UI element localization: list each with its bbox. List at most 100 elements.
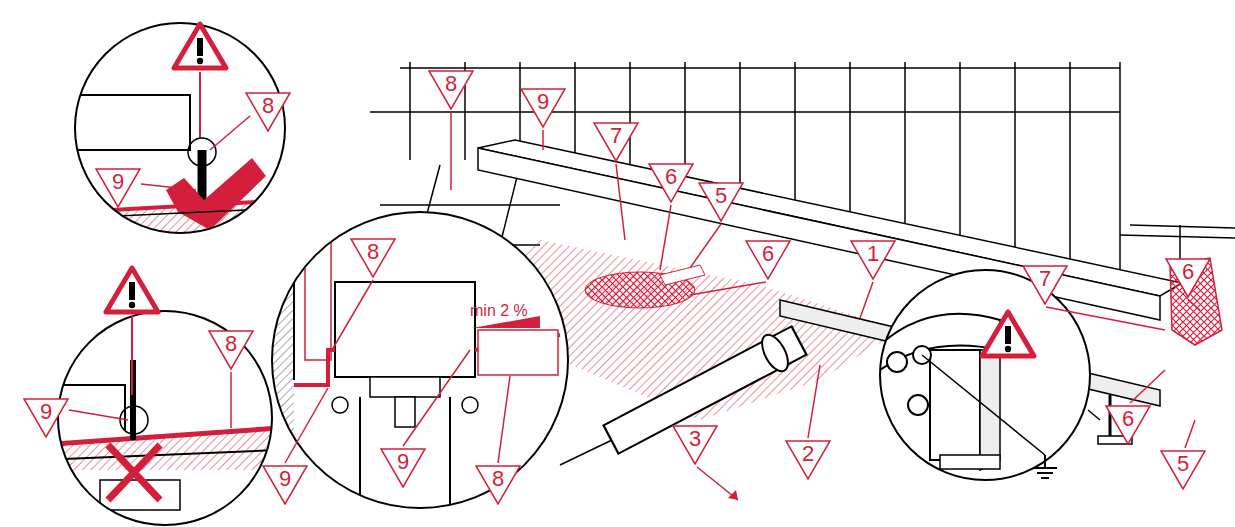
- drawing-circle: [880, 270, 1090, 480]
- callout-triangle: 9: [380, 448, 426, 488]
- warning-sign: [174, 24, 226, 68]
- callout-number: 6: [745, 242, 791, 266]
- drawing-line: [959, 62, 961, 240]
- callout-number: 9: [262, 467, 308, 491]
- drawing-circle: [908, 395, 928, 415]
- arrow-head: [728, 490, 738, 500]
- drawing-line: [922, 355, 1045, 455]
- callout-number: 9: [23, 400, 69, 424]
- drawing-path: [75, 95, 190, 150]
- triangle-shape: [1106, 406, 1150, 444]
- drawing-line: [1120, 235, 1235, 238]
- drawing-line: [75, 208, 290, 218]
- triangle-shape: [24, 399, 68, 437]
- drawing-line: [400, 67, 1120, 69]
- triangle-shape: [351, 239, 395, 277]
- drawing-line: [1041, 477, 1049, 479]
- callout-number: 5: [698, 184, 744, 208]
- callout-triangle: 6: [745, 240, 791, 280]
- drawing-polyline: [294, 350, 335, 385]
- callout-number: 5: [1160, 452, 1206, 476]
- triangle-shape: [851, 241, 895, 279]
- detail-circle: [880, 270, 1090, 480]
- drawing-circle: [887, 352, 907, 372]
- drawing-circle: [332, 397, 348, 413]
- drawing-line: [1014, 62, 1016, 251]
- drawing-line: [849, 62, 851, 219]
- detail-ok: [75, 23, 290, 240]
- callout-number: 9: [95, 170, 141, 194]
- drawing-line: [1119, 62, 1121, 271]
- callout-triangle: 1: [850, 240, 896, 280]
- triangle-shape: [594, 123, 638, 161]
- drawing-line: [403, 350, 470, 446]
- callout-number: 8: [245, 94, 291, 118]
- cross-mark: [108, 445, 160, 500]
- callout-number: 7: [1022, 267, 1068, 291]
- pipe-clamp: [757, 331, 793, 376]
- triangle-shape: [746, 241, 790, 279]
- drawing-line: [230, 372, 232, 428]
- zoom-leader: [1088, 410, 1100, 420]
- drawing-line: [69, 410, 128, 420]
- callout-triangle: 8: [245, 92, 291, 132]
- callout-triangle: 6: [1165, 258, 1211, 298]
- drawing-rect: [930, 350, 980, 460]
- ground-symbol: [1033, 455, 1057, 478]
- callout-triangle: 9: [520, 88, 566, 128]
- tile-ledge-top: [478, 140, 1182, 296]
- drawing-line: [794, 62, 796, 209]
- detail-circle: [272, 212, 568, 508]
- callout-number: 1: [850, 242, 896, 266]
- callout-number: 3: [672, 427, 718, 451]
- drawing-line: [1069, 62, 1071, 262]
- drawing-line: [40, 450, 280, 460]
- drawing-rect: [370, 377, 440, 397]
- callout-triangle: 8: [475, 465, 521, 505]
- drawing-line: [498, 376, 510, 463]
- callout-number: 8: [208, 332, 254, 356]
- drawing-line: [860, 282, 873, 318]
- drawing-rect: [940, 455, 1000, 469]
- drawing-line: [574, 62, 576, 167]
- drawing-line: [380, 204, 560, 206]
- detail-mark: [188, 138, 216, 166]
- callout-number: 6: [1105, 407, 1151, 431]
- drawing-line: [1188, 300, 1200, 310]
- drawing-line: [1037, 472, 1053, 474]
- callout-triangle: 2: [785, 440, 831, 480]
- drawing-line: [1130, 370, 1165, 403]
- warning-sign: [106, 268, 158, 312]
- callout-number: 9: [380, 450, 426, 474]
- callout-triangle: 9: [262, 465, 308, 505]
- callout-number: 2: [785, 442, 831, 466]
- triangle-shape: [1166, 259, 1210, 297]
- triangle-shape: [381, 449, 425, 487]
- callout-triangle: 7: [593, 122, 639, 162]
- drawing-line: [1179, 225, 1181, 260]
- callout-triangle: 5: [698, 182, 744, 222]
- callout-number: 6: [1165, 260, 1211, 284]
- sealing-tape: [660, 265, 705, 285]
- drawing-circle: [462, 397, 478, 413]
- drawing-circle: [58, 311, 272, 525]
- drawing-line: [359, 397, 361, 520]
- drawing-circle: [272, 212, 568, 508]
- drawing-line: [904, 62, 906, 230]
- drawing-line: [1130, 225, 1235, 228]
- callout-triangle: 6: [648, 163, 694, 203]
- triangle-shape: [699, 183, 743, 221]
- drawing-line: [449, 397, 451, 520]
- drawing-rect: [335, 282, 475, 377]
- drawing-line: [210, 116, 250, 150]
- drawing-line: [1044, 455, 1046, 468]
- detail-bracket: [880, 270, 1090, 480]
- drawing-line: [40, 428, 280, 445]
- callout-triangle: 5: [1160, 450, 1206, 490]
- triangle-shape: [96, 169, 140, 207]
- drawing-line: [629, 62, 631, 177]
- drawing-line: [370, 111, 1120, 113]
- detail-wrong: [40, 311, 280, 525]
